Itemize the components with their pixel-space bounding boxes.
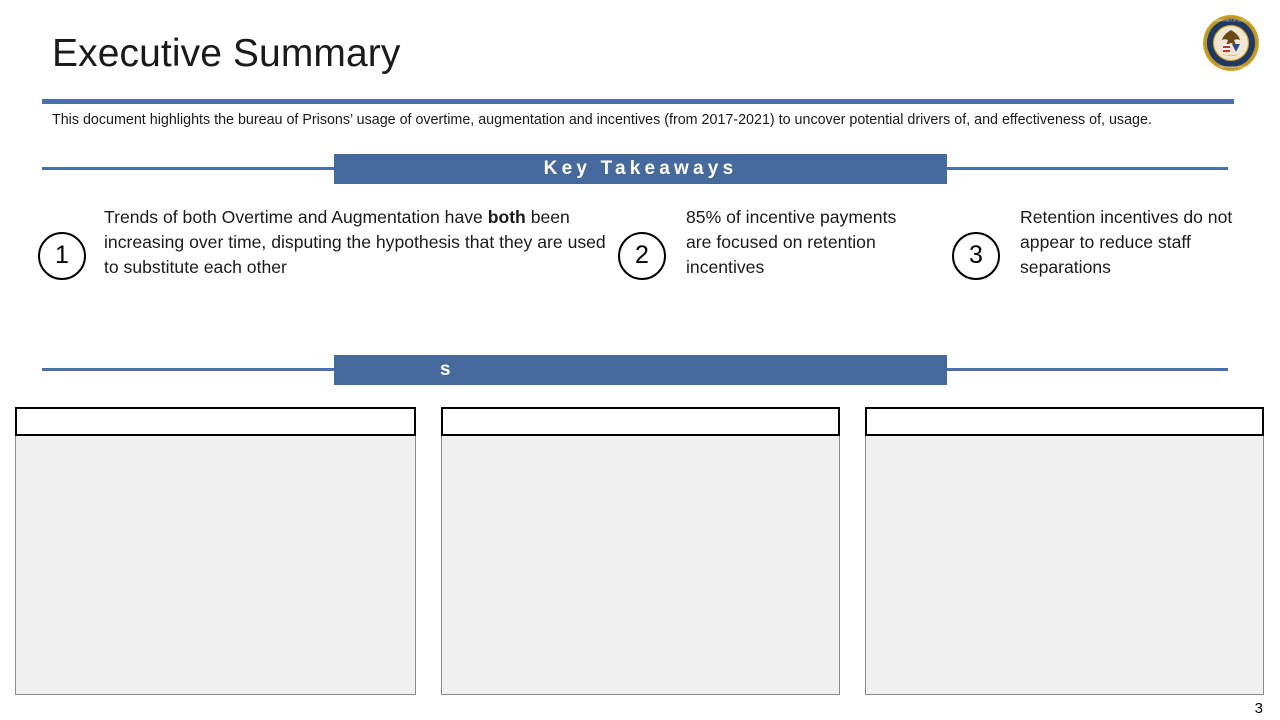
takeaways-list: 1 Trends of both Overtime and Augmentati…	[0, 205, 1280, 320]
takeaway-text-1: Trends of both Overtime and Augmentation…	[104, 205, 606, 279]
takeaway-item-3: 3 Retention incentives do not appear to …	[952, 205, 1252, 280]
title-divider	[42, 99, 1234, 104]
section-band-label-secondary: s	[334, 355, 947, 385]
content-panel-1-body	[15, 436, 416, 695]
content-panel-3[interactable]	[865, 407, 1264, 695]
takeaway-text-2: 85% of incentive payments are focused on…	[686, 207, 897, 277]
svg-text:DEPARTMENT OF JUSTICE: DEPARTMENT OF JUSTICE	[1214, 18, 1248, 22]
section-band-secondary: s	[42, 355, 1228, 385]
takeaway-text-1-emphasis: both	[487, 207, 526, 227]
doj-seal-icon: DEPARTMENT OF JUSTICE QUI PRO DOMINA JUS…	[1202, 14, 1260, 72]
subtitle-text: This document highlights the bureau of P…	[52, 112, 1152, 128]
page-number: 3	[1254, 700, 1263, 717]
takeaway-text-3: Retention incentives do not appear to re…	[1020, 207, 1233, 277]
takeaway-number-badge-1: 1	[38, 232, 86, 280]
takeaway-number-badge-2: 2	[618, 232, 666, 280]
section-band-label: Key Takeaways	[334, 154, 947, 184]
takeaway-text-1-part-a: Trends of both Overtime and Augmentation…	[104, 207, 488, 227]
takeaway-number-badge-3: 3	[952, 232, 1000, 280]
content-panel-1-header	[15, 407, 416, 436]
content-panel-2[interactable]	[441, 407, 840, 695]
content-panel-2-header	[441, 407, 840, 436]
content-panel-2-body	[441, 436, 840, 695]
page-title: Executive Summary	[52, 32, 401, 75]
svg-text:QUI PRO DOMINA JUSTITIA: QUI PRO DOMINA JUSTITIA	[1214, 65, 1248, 69]
content-panel-1[interactable]	[15, 407, 416, 695]
takeaway-item-2: 2 85% of incentive payments are focused …	[618, 205, 908, 280]
content-panel-3-header	[865, 407, 1264, 436]
content-panel-3-body	[865, 436, 1264, 695]
takeaway-text-1-part-b: been increasing over time, disputing the…	[104, 207, 606, 277]
section-band-key-takeaways: Key Takeaways	[42, 154, 1228, 184]
takeaway-item-1: 1 Trends of both Overtime and Augmentati…	[38, 205, 608, 280]
